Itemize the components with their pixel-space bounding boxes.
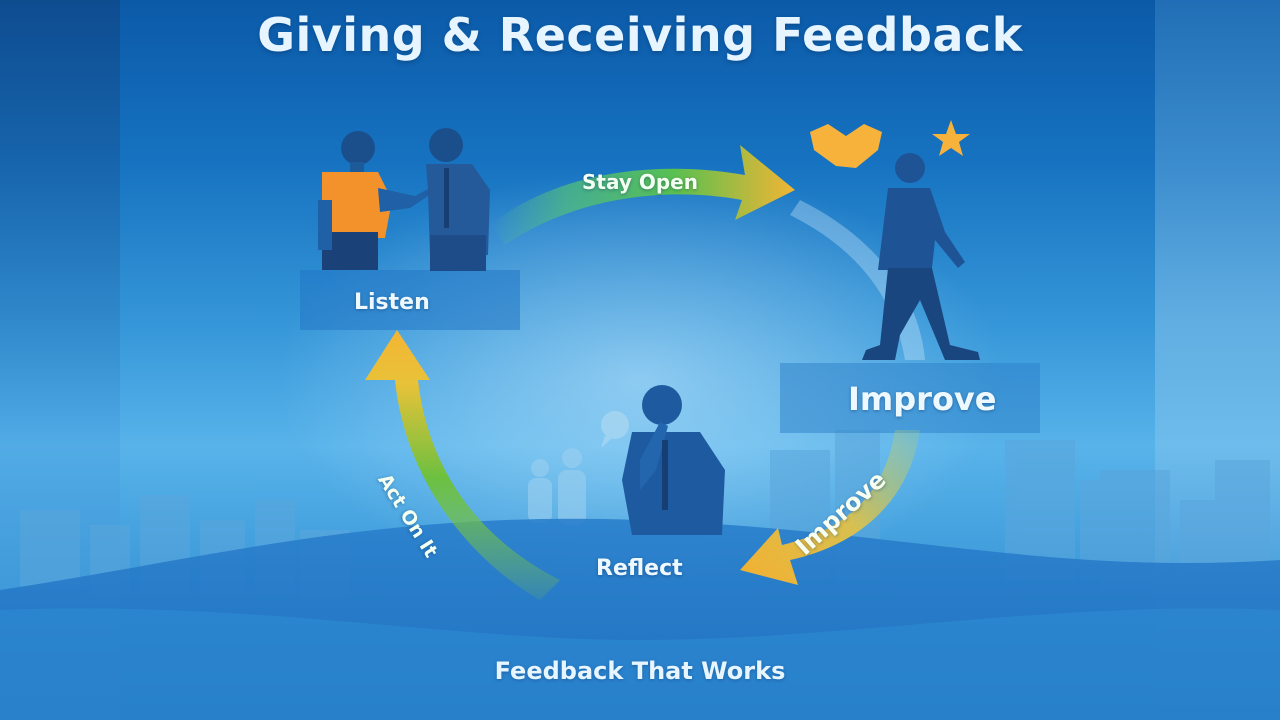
step-label-improve: Improve: [848, 380, 997, 418]
act-on-it-arrow: [365, 330, 560, 600]
improve-platform: [780, 363, 1040, 433]
thinking-person-icon: [622, 385, 725, 535]
step-label-reflect: Reflect: [596, 556, 683, 581]
walking-person-icon: [862, 153, 980, 360]
arrow-label-stay-open: Stay Open: [582, 170, 698, 194]
listen-platform: [300, 270, 520, 330]
stay-open-arrow: [490, 145, 795, 245]
step-label-listen: Listen: [354, 290, 430, 315]
speech-bubble-icon: [601, 411, 629, 448]
handshake-icon: [810, 124, 882, 168]
star-icon: [932, 120, 970, 156]
improve-arrow: [740, 430, 920, 585]
background-people: [528, 448, 586, 525]
page-title: Giving & Receiving Feedback: [257, 8, 1023, 62]
footer-caption: Feedback That Works: [494, 657, 786, 685]
two-people-talking-icon: [318, 128, 490, 271]
